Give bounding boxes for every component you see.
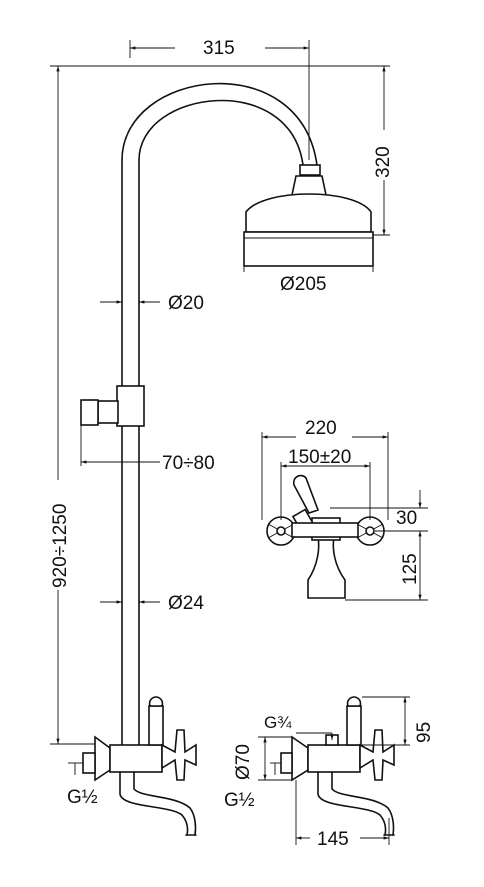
dim-center-distance: 150±20 [288, 447, 351, 468]
dim-side-inlet-thread: G½ [224, 790, 255, 811]
dim-lower-pipe-diameter: Ø24 [168, 593, 204, 614]
shower-column [121, 82, 318, 746]
sliding-holder [80, 385, 145, 427]
dim-total-height: 920÷1250 [50, 504, 71, 588]
dim-arm-height: 320 [373, 146, 394, 178]
dimension-lines [50, 40, 428, 845]
dim-body-height: 125 [400, 553, 421, 585]
dim-arm-reach: 315 [203, 38, 235, 59]
faucet-front-view [266, 474, 385, 599]
dim-handle-offset: 30 [396, 508, 417, 529]
shower-head [243, 164, 374, 267]
dim-holder-offset: 70÷80 [162, 453, 215, 474]
dim-upper-pipe-diameter: Ø20 [168, 293, 204, 314]
faucet-side-view [280, 696, 395, 836]
dim-flange-diameter: Ø70 [233, 744, 254, 780]
dim-lever-height: 95 [414, 722, 435, 743]
column-mixer [82, 696, 197, 836]
dim-spout-reach: 145 [317, 829, 349, 850]
dim-head-diameter: Ø205 [280, 274, 326, 295]
dim-left-inlet-thread: G½ [67, 787, 98, 808]
dim-faucet-width: 220 [305, 418, 337, 439]
dim-outlet-thread: G¾ [264, 713, 292, 732]
